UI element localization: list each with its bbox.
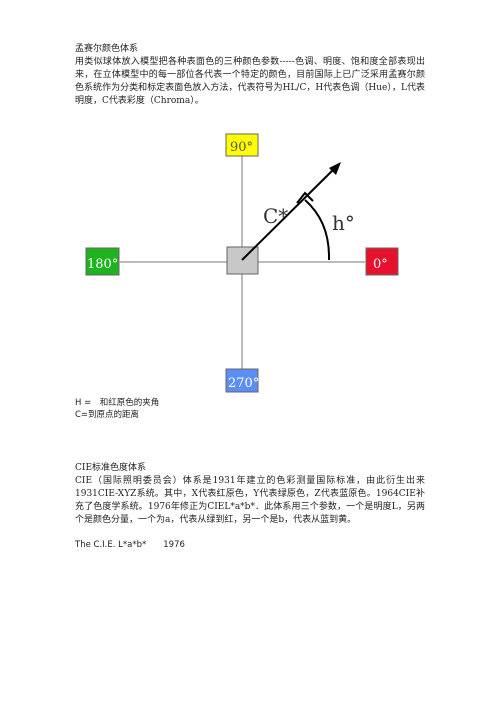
- chroma-arrowhead: [329, 162, 341, 175]
- box-180-deg: [85, 247, 120, 276]
- section-title-cie: CIE标准色度体系: [75, 463, 147, 473]
- chroma-label: C*: [263, 204, 288, 228]
- section-title-munsell: 孟赛尔颜色体系: [75, 44, 139, 54]
- munsell-paragraph: 用类似球体放入模型把各种表面色的三种颜色参数-----色调、明度、饱和度全部表现…: [75, 57, 425, 106]
- note-hue-angle: H = 和红原色的夹角: [75, 398, 160, 408]
- box-0-deg: [365, 247, 399, 276]
- box-90-deg: [225, 133, 259, 157]
- label-90-deg: 90°: [230, 140, 253, 155]
- label-0-deg: 0°: [373, 257, 388, 272]
- cie-footer-line: The C.I.E. L*a*b* 1976: [75, 540, 185, 550]
- note-chroma-distance: C=到原点的距离: [75, 410, 140, 420]
- label-180-deg: 180°: [87, 257, 118, 272]
- label-270-deg: 270°: [228, 376, 259, 391]
- box-270-deg: [225, 368, 259, 393]
- hue-arc-arrowhead: [296, 191, 314, 204]
- hue-label: h°: [332, 211, 355, 235]
- cie-paragraph: CIE（国际照明委员会）体系是1931年建立的色彩测量国际标准，由此衍生出来19…: [75, 476, 425, 525]
- hue-angle-arc: [304, 199, 331, 261]
- chroma-vector: [241, 166, 337, 261]
